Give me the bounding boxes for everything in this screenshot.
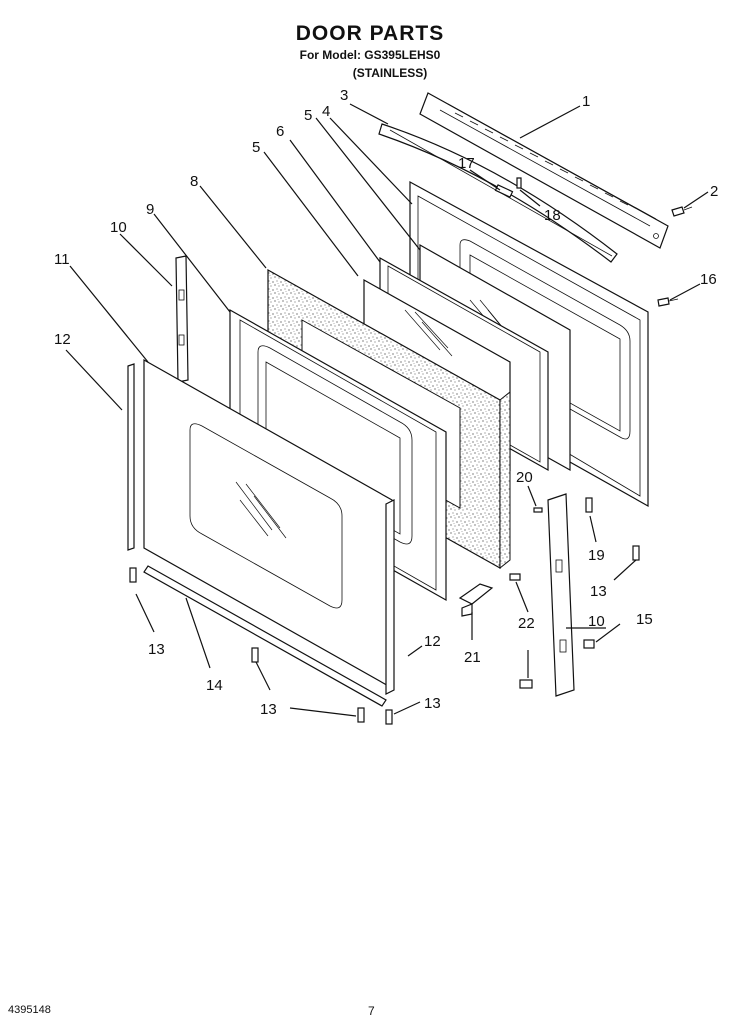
callout-5-lower: 5 [252,139,260,156]
callout-5-upper: 5 [304,107,312,124]
page-number: 7 [368,1004,375,1018]
part-screw-13-left [129,567,137,583]
callout-18: 18 [544,207,561,224]
part-screw-2 [671,206,693,217]
callout-13-left: 13 [148,641,165,658]
part-screw-13-mid [251,647,259,663]
part-screw-22-lower [519,679,533,689]
part-screw-13-right [632,545,640,561]
callout-21: 21 [464,649,481,666]
part-screw-13-bottom-a [357,707,365,723]
callout-1: 1 [582,93,590,110]
callout-19: 19 [588,547,605,564]
callout-13-bottom-right: 13 [424,695,441,712]
part-pin-20 [533,507,543,513]
part-spacer-15 [583,639,595,649]
callout-16: 16 [700,271,717,288]
part-hinge-right [547,493,575,697]
callout-12-left: 12 [54,331,71,348]
part-bottom-trim [143,565,387,707]
part-screw-22 [509,573,521,581]
model-subtitle: For Model: GS395LEHS0 [299,48,441,62]
part-bracket-21 [458,583,494,617]
document-number: 4395148 [8,1004,51,1016]
callout-2: 2 [710,183,718,200]
callout-numbers: 1 2 3 4 5 6 5 8 9 10 11 12 17 18 16 20 1… [54,87,718,718]
part-clip-19 [585,497,593,513]
callout-13-bottom: 13 [260,701,277,718]
part-screw-16 [657,297,679,307]
callout-20: 20 [516,469,533,486]
callout-10-left: 10 [110,219,127,236]
part-side-trim-right [385,499,395,695]
callout-4: 4 [322,103,330,120]
callout-10-right: 10 [588,613,605,630]
part-screw-13-bottom-b [385,709,393,725]
callout-9: 9 [146,201,154,218]
callout-22: 22 [518,615,535,632]
callout-12-right: 12 [424,633,441,650]
callout-6: 6 [276,123,284,140]
part-clip-18 [516,177,522,189]
part-side-trim-left [127,363,135,551]
page-title: DOOR PARTS [295,22,445,45]
leader-lines [65,103,709,717]
part-vent-trim [419,92,669,249]
part-hinge-left [175,255,189,383]
callout-15: 15 [636,611,653,628]
callout-13-right: 13 [590,583,607,600]
callout-17: 17 [458,155,475,172]
callout-3: 3 [340,87,348,104]
callout-14: 14 [206,677,223,694]
callout-11: 11 [54,251,70,268]
variant-label: (STAINLESS) [352,66,428,80]
callout-8: 8 [190,173,198,190]
